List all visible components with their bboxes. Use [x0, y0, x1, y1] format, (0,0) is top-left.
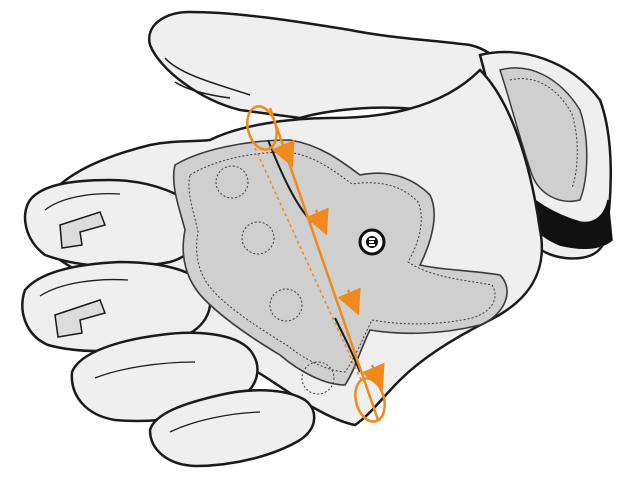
- e-circle-logo-icon: [360, 230, 384, 254]
